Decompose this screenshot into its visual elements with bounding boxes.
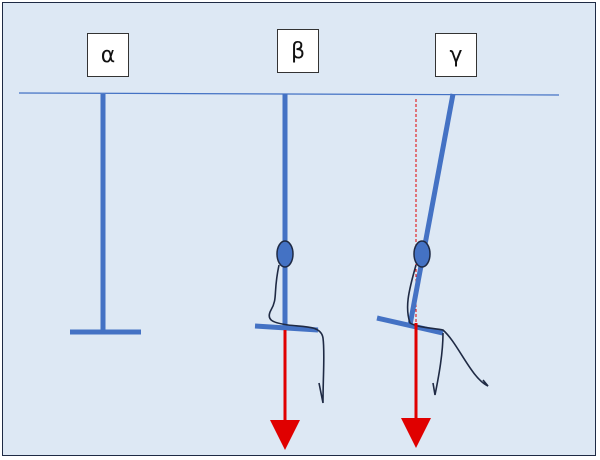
diagram-svg	[18, 92, 560, 450]
beta-string	[268, 264, 325, 404]
gamma-knot	[413, 240, 431, 268]
diagram-canvas: α β γ	[2, 2, 596, 456]
beta-assembly	[254, 94, 325, 450]
gamma-assembly	[376, 93, 489, 448]
gamma-rod	[407, 93, 456, 326]
gamma-crossbar	[376, 315, 444, 336]
ceiling-line	[18, 92, 560, 96]
gamma-string	[406, 264, 489, 387]
label-alpha: α	[87, 33, 129, 77]
gamma-string-tail	[432, 332, 444, 396]
beta-knot	[276, 240, 294, 268]
label-gamma: γ	[435, 33, 477, 77]
alpha-rod	[70, 94, 141, 335]
label-beta: β	[277, 29, 319, 73]
beta-crossbar	[254, 323, 319, 333]
